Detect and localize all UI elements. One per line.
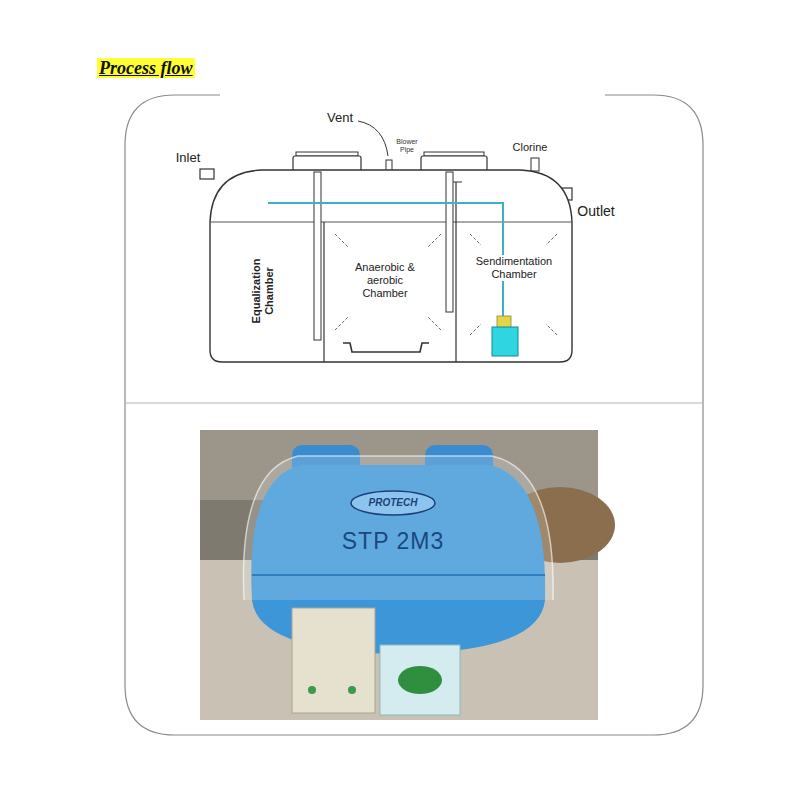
- logo-oval: [351, 491, 435, 515]
- bubble-mark: [335, 234, 348, 247]
- tank-seam: [252, 574, 545, 576]
- chamber-region: Equalization Chamber: [214, 224, 312, 358]
- label-box: Outlet: [577, 203, 614, 219]
- part-label: Outlet: [577, 203, 614, 219]
- chamber-wall: [323, 222, 324, 362]
- product-marking: PROTECH: [369, 497, 418, 509]
- label-box: Blower Pipe: [392, 138, 422, 154]
- frame-outline: [125, 95, 703, 735]
- tank-outline: [210, 170, 572, 362]
- label-box: PROTECH: [369, 497, 418, 509]
- pump-top: [497, 316, 511, 328]
- label-box: Clorine: [513, 141, 548, 154]
- chamber-label: Anaerobic & aerobic Chamber: [352, 261, 418, 300]
- control-box: [292, 608, 375, 713]
- manhole: [293, 156, 361, 171]
- bubble-mark: [335, 317, 348, 330]
- water-level: [210, 222, 572, 223]
- bubble-mark: [546, 234, 557, 245]
- pipe-stub: [453, 182, 462, 183]
- bubble-mark: [428, 317, 441, 330]
- part-label: Blower Pipe: [392, 138, 422, 154]
- label-box: Vent: [327, 111, 353, 126]
- title-box: Process flow: [97, 58, 195, 79]
- label-box: STP 2M3: [342, 528, 444, 554]
- part-label: Vent: [327, 111, 353, 126]
- photo-background: [200, 430, 598, 720]
- baffle-pipe: [446, 172, 453, 312]
- pump: [492, 327, 518, 356]
- bubble-mark: [470, 234, 481, 245]
- diagram-title: Process flow: [97, 58, 195, 78]
- part-label: Inlet: [176, 151, 201, 166]
- chlorine-pipe: [531, 158, 539, 171]
- leader-line: [358, 121, 388, 156]
- control-knob: [308, 686, 316, 694]
- divider-line: [125, 403, 703, 404]
- air-diffuser: [343, 343, 429, 352]
- pump-box-image: [398, 666, 442, 694]
- bubble-mark: [546, 324, 557, 335]
- manhole: [421, 156, 487, 171]
- bubble-mark: [470, 324, 481, 335]
- bubble-mark: [428, 234, 441, 247]
- plastic-wrap: [243, 456, 553, 600]
- bubble-marks: [335, 234, 557, 335]
- label-box: Inlet: [176, 151, 201, 166]
- product-marking: STP 2M3: [342, 528, 444, 554]
- control-knob: [348, 686, 356, 694]
- chamber-label: Equalization Chamber: [250, 242, 276, 340]
- baffle-pipe: [314, 172, 321, 340]
- chamber-label: Sendimentation Chamber: [463, 255, 565, 281]
- inlet-pipe: [200, 169, 214, 179]
- chamber-region: Sendimentation Chamber: [458, 224, 570, 312]
- part-label: Clorine: [513, 141, 548, 154]
- chamber-wall: [455, 182, 456, 362]
- pump-box: [380, 645, 460, 715]
- chamber-region: Anaerobic & aerobic Chamber: [326, 224, 444, 336]
